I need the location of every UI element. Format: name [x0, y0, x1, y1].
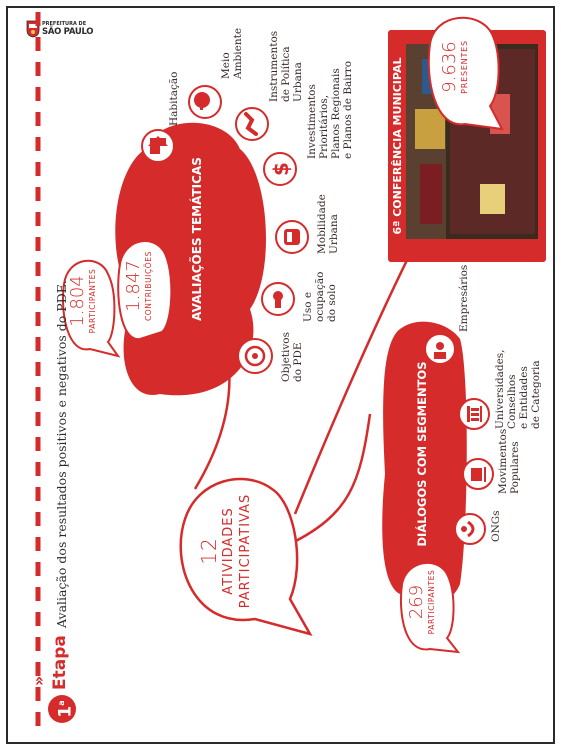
conferencia-title: 6ª CONFERÊNCIA MUNICIPAL [391, 57, 404, 235]
topic-label-uso-solo: Uso e ocupação do solo [302, 271, 338, 322]
segment-label-universidades: Universidades, Conselhos e Entidades de … [494, 349, 542, 429]
hub-line1: ATIVIDADES [221, 507, 236, 595]
diagram-shapes: » [29, 8, 546, 726]
dialogos-participantes: 269 PARTICIPANTES [406, 569, 436, 635]
logo-line2: SÃO PAULO [42, 27, 94, 37]
dialogos-participantes-bubble [399, 561, 461, 654]
topic-label-habitacao: Habitação [168, 71, 180, 126]
dialogos-blob [382, 321, 467, 605]
hub-line2: PARTICIPATIVAS [238, 493, 253, 609]
avaliacoes-participantes-bubble [62, 259, 121, 358]
presentes: 9.636 PRESENTES [439, 40, 469, 94]
segment-label-movimentos: Movimentos Populares [497, 428, 521, 494]
topic-label-instrumentos: Instrumentos de Política Urbana [268, 30, 304, 102]
poster-frame: PREFEITURA DE SÃO PAULO » [6, 6, 555, 744]
dialogos-title: DIÁLOGOS COM SEGMENTOS [415, 361, 429, 547]
logo-line1: PREFEITURA DE [42, 21, 87, 27]
etapa-subtitle: Avaliação dos resultados positivos e neg… [54, 280, 69, 628]
dollar-icon [263, 152, 297, 186]
avaliacoes-participantes: 1.804 PARTICIPANTES [67, 268, 97, 334]
segment-icons [424, 333, 494, 545]
topic-label-mobilidade: Mobilidade Urbana [316, 194, 340, 254]
topic-label-investimentos: Investimentos Prioritários, Planos Regio… [306, 60, 354, 159]
rotated-diagram: » [10, 8, 553, 734]
topic-label-meio-ambiente: Meio Ambiente [220, 27, 244, 79]
topic-icons: $ [141, 85, 309, 374]
segment-label-ongs: ONGs [490, 510, 502, 542]
svg-text:$: $ [269, 162, 293, 176]
avaliacoes-title: AVALIAÇÕES TEMÁTICAS [190, 157, 204, 321]
hub-bubble [179, 477, 313, 636]
topic-label-objetivos: Objetivos do PDE [280, 331, 304, 382]
segment-label-empresarios: Empresários [458, 264, 470, 332]
etapa-badge [48, 695, 76, 723]
etapa-title: Etapa [50, 635, 70, 690]
connector-to-dialogos [289, 413, 372, 546]
avaliacoes-contribuicoes: 1.847 CONTRIBUIÇÕES [123, 250, 153, 322]
presentes-bubble [427, 16, 504, 131]
hands-icon [454, 513, 486, 545]
hub-label: 12 ATIVIDADES PARTICIPATIVAS [197, 486, 254, 616]
etapa-number: 1a [55, 700, 76, 718]
avaliacoes-contribuicoes-bubble [117, 240, 173, 341]
timeline-chevrons-icon: » [29, 676, 48, 686]
hub-number: 12 [197, 537, 221, 565]
connector-to-conferencia [293, 243, 417, 515]
